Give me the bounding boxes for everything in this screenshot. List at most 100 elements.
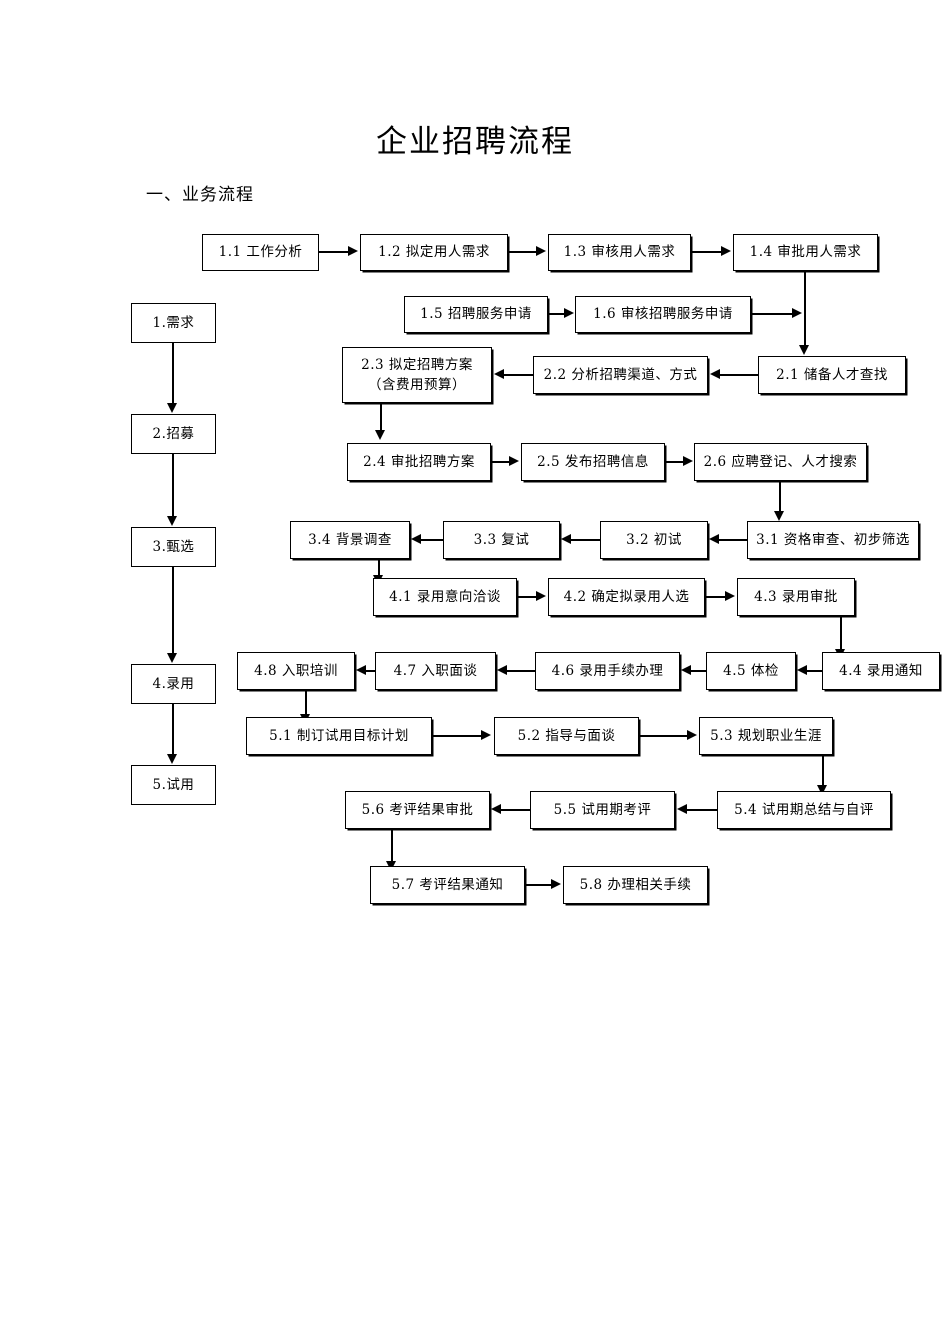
arrowhead-5-7-to-5-8 [551, 879, 561, 889]
arrowhead-1-2-to-1-3 [536, 246, 546, 256]
node-1-1[interactable]: 1.1 工作分析 [202, 234, 319, 271]
arrowhead-2-5-to-2-6 [683, 456, 693, 466]
arrowhead-2-3-to-2-4 [375, 430, 385, 440]
connector-5-7-to-5-8 [525, 884, 553, 886]
connector-5-4-to-5-5 [686, 809, 717, 811]
node-5-3[interactable]: 5.3 规划职业生涯 [699, 717, 833, 755]
node-2-3[interactable]: 2.3 拟定招聘方案 （含费用预算） [342, 347, 492, 403]
connector-2-6-to-3-1 [779, 481, 781, 515]
node-4-3[interactable]: 4.3 录用审批 [737, 578, 855, 616]
arrowhead-4-7-to-4-8 [356, 665, 366, 675]
arrowhead-2-4-to-2-5 [509, 456, 519, 466]
arrowhead-2-1-to-2-2 [710, 369, 720, 379]
connector-2-2-to-2-3 [504, 374, 533, 376]
node-1-2[interactable]: 1.2 拟定用人需求 [360, 234, 508, 271]
node-4-4[interactable]: 4.4 录用通知 [822, 652, 940, 690]
arrowhead-1-3-to-1-4 [721, 246, 731, 256]
connector-stage1-stage2 [172, 343, 174, 404]
connector-3-4-to-4-1 [378, 559, 380, 580]
node-2-4[interactable]: 2.4 审批招聘方案 [347, 443, 491, 481]
node-3-1[interactable]: 3.1 资格审查、初步筛选 [747, 521, 919, 559]
connector-5-5-to-5-6 [500, 809, 530, 811]
connector-2-5-to-2-6 [665, 461, 684, 463]
arrowhead-5-2-to-5-3 [687, 730, 697, 740]
connector-1-3-to-1-4 [691, 251, 723, 253]
arrowhead-stage3-stage4 [167, 653, 177, 663]
node-1-6[interactable]: 1.6 审核招聘服务申请 [575, 296, 751, 333]
connector-1-5-to-1-6 [548, 313, 566, 315]
arrowhead-4-5-to-4-6 [681, 665, 691, 675]
connector-2-3-to-2-4 [380, 403, 382, 434]
connector-5-2-to-5-3 [639, 735, 688, 737]
connector-stage3-stage4 [172, 567, 174, 654]
connector-1-6-to-trunk [751, 313, 794, 315]
arrowhead-1-1-to-1-2 [348, 246, 358, 256]
node-5-2[interactable]: 5.2 指导与面谈 [494, 717, 639, 755]
node-3-4[interactable]: 3.4 背景调查 [290, 521, 410, 559]
connector-4-3-to-4-4 [840, 616, 842, 653]
connector-4-7-to-4-8 [365, 670, 375, 672]
node-4-2[interactable]: 4.2 确定拟录用人选 [548, 578, 705, 616]
node-4-7[interactable]: 4.7 入职面谈 [375, 652, 496, 690]
connector-3-2-to-3-3 [570, 539, 600, 541]
arrowhead-5-4-to-5-5 [677, 804, 687, 814]
stage-box-3[interactable]: 3.甄选 [131, 527, 216, 567]
connector-1-2-to-1-3 [508, 251, 538, 253]
connector-5-3-to-5-4 [822, 755, 824, 788]
node-4-8[interactable]: 4.8 入职培训 [237, 652, 355, 690]
connector-stage4-stage5 [172, 704, 174, 755]
node-2-2[interactable]: 2.2 分析招聘渠道、方式 [533, 356, 708, 394]
arrowhead-stage2-stage3 [167, 516, 177, 526]
arrowhead-2-2-to-2-3 [494, 369, 504, 379]
connector-4-6-to-4-7 [506, 670, 535, 672]
node-1-5[interactable]: 1.5 招聘服务申请 [404, 296, 548, 333]
node-5-6[interactable]: 5.6 考评结果审批 [345, 791, 490, 829]
node-2-3-line-2: （含费用预算） [368, 377, 466, 393]
node-4-1[interactable]: 4.1 录用意向洽谈 [373, 578, 517, 616]
connector-2-1-to-2-2 [720, 374, 758, 376]
connector-4-2-to-4-3 [705, 596, 727, 598]
arrowhead-1-5-to-1-6 [564, 308, 574, 318]
node-5-1[interactable]: 5.1 制订试用目标计划 [246, 717, 432, 755]
connector-3-3-to-3-4 [420, 539, 443, 541]
node-1-4[interactable]: 1.4 审批用人需求 [733, 234, 878, 271]
connector-1-4-to-2-1 [804, 271, 806, 348]
arrowhead-4-4-to-4-5 [797, 665, 807, 675]
arrowhead-4-2-to-4-3 [725, 591, 735, 601]
node-3-2[interactable]: 3.2 初试 [600, 521, 708, 559]
arrowhead-5-3-to-5-4 [817, 785, 827, 795]
stage-box-5[interactable]: 5.试用 [131, 765, 216, 805]
arrowhead-3-1-to-3-2 [709, 534, 719, 544]
arrowhead-5-5-to-5-6 [491, 804, 501, 814]
section-heading: 一、业务流程 [146, 185, 254, 205]
node-5-5[interactable]: 5.5 试用期考评 [530, 791, 675, 829]
connector-5-6-to-5-7 [391, 829, 393, 864]
node-5-4[interactable]: 5.4 试用期总结与自评 [717, 791, 891, 829]
node-3-3[interactable]: 3.3 复试 [443, 521, 560, 559]
stage-box-4[interactable]: 4.录用 [131, 664, 216, 704]
node-4-5[interactable]: 4.5 体检 [706, 652, 796, 690]
arrowhead-5-1-to-5-2 [481, 730, 491, 740]
arrowhead-1-6-to-trunk [792, 308, 802, 318]
connector-1-1-to-1-2 [319, 251, 350, 253]
node-2-5[interactable]: 2.5 发布招聘信息 [521, 443, 665, 481]
node-1-3[interactable]: 1.3 审核用人需求 [548, 234, 691, 271]
node-2-1[interactable]: 2.1 储备人才查找 [758, 356, 906, 394]
node-4-6[interactable]: 4.6 录用手续办理 [535, 652, 680, 690]
connector-4-4-to-4-5 [806, 670, 822, 672]
arrowhead-3-3-to-3-4 [411, 534, 421, 544]
connector-4-8-to-5-1 [305, 690, 307, 718]
stage-box-1[interactable]: 1.需求 [131, 303, 216, 343]
connector-3-1-to-3-2 [718, 539, 747, 541]
connector-2-4-to-2-5 [491, 461, 511, 463]
stage-box-2[interactable]: 2.招募 [131, 414, 216, 454]
arrowhead-2-6-to-3-1 [774, 511, 784, 521]
node-5-7[interactable]: 5.7 考评结果通知 [370, 866, 525, 904]
node-2-3-line-1: 2.3 拟定招聘方案 [361, 356, 473, 373]
arrowhead-stage4-stage5 [167, 754, 177, 764]
connector-4-5-to-4-6 [690, 670, 706, 672]
node-5-8[interactable]: 5.8 办理相关手续 [563, 866, 708, 904]
arrowhead-4-1-to-4-2 [536, 591, 546, 601]
node-2-6[interactable]: 2.6 应聘登记、人才搜索 [694, 443, 867, 481]
